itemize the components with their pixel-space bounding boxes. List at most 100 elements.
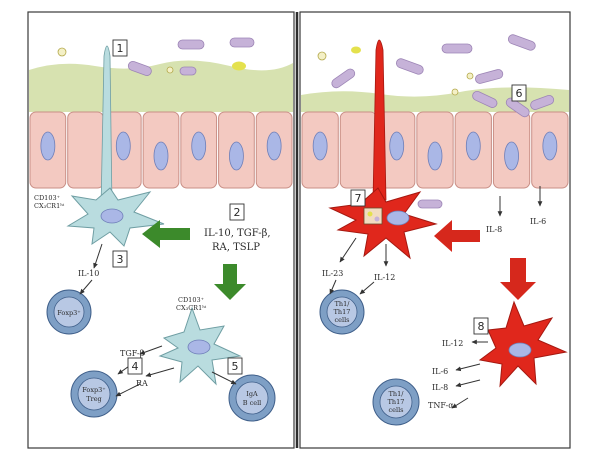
dc-dendrite-right: [372, 39, 387, 201]
tgfb-label: TGF-β: [120, 349, 145, 358]
marker-6: 6: [511, 84, 527, 102]
bacterium: [177, 39, 205, 50]
iga-cell-label-2: B cell: [243, 399, 262, 407]
epithelial-nucleus: [427, 141, 443, 171]
epithelial-nucleus: [191, 131, 207, 161]
arrow: [93, 243, 103, 269]
dc-marker-label-top-1: CD103⁺: [34, 194, 60, 202]
th-cell-bottom-label-1: Th1/: [389, 390, 405, 398]
epithelial-nucleus: [542, 131, 558, 161]
green-arrow-left: [142, 220, 190, 248]
cell-inner: [326, 296, 358, 328]
epithelial-nucleus: [229, 141, 244, 171]
marker-label: 7: [355, 192, 362, 205]
il8-label: IL-8: [486, 225, 502, 234]
particle: [57, 47, 67, 57]
cell-inner: [53, 296, 85, 328]
bacterium: [508, 34, 536, 51]
dc-marker-label-mid-2: CX₃CR1ʰⁱ: [176, 304, 207, 312]
epithelial-nucleus: [115, 131, 131, 161]
green-arrow-down: [214, 264, 246, 300]
iga-cell-label-1: IgA: [246, 390, 258, 398]
bacteria-right: [331, 34, 555, 209]
particle: [451, 88, 459, 96]
cell-inner: [235, 381, 269, 415]
marker-3: 3: [112, 250, 128, 268]
epithelial-nucleus: [504, 141, 519, 171]
marker-8: 8: [473, 317, 489, 335]
marker-label: 4: [132, 360, 139, 373]
mucus-layer-right: [301, 87, 569, 112]
red-arrow-down: [500, 258, 536, 300]
marker-box: [229, 203, 245, 221]
epithelial-nucleus: [40, 131, 56, 161]
arrow: [115, 383, 141, 397]
marker-label: 5: [232, 360, 239, 373]
dc-nucleus: [100, 208, 124, 224]
tnfa-label: TNF-α: [428, 401, 454, 410]
marker-2: 2: [229, 203, 245, 221]
marker-7: 7: [350, 189, 366, 207]
marker-box: [112, 250, 128, 268]
marker-box: [473, 317, 489, 335]
il6-low-label: IL-6: [432, 367, 448, 376]
foxp3-cell: [46, 289, 92, 335]
marker-label: 8: [478, 320, 485, 333]
epithelium-right: [301, 111, 569, 189]
epithelial-nucleus: [266, 131, 282, 161]
dc-nucleus: [386, 210, 410, 226]
il6-label: IL-6: [530, 217, 546, 226]
arrow: [145, 367, 175, 377]
particle: [166, 66, 174, 74]
marker-4: 4: [127, 357, 143, 375]
marker-5: 5: [227, 357, 243, 375]
bacterium: [472, 90, 498, 108]
dc-nucleus: [187, 339, 211, 355]
th-cell-top-label-2: Th17: [334, 308, 351, 316]
antigen: [374, 216, 380, 222]
marker-label: 6: [516, 87, 523, 100]
epithelium-left: [29, 111, 293, 189]
foxp3-cell-label: Foxp3⁺: [57, 309, 80, 317]
arrow: [455, 363, 481, 372]
bacteria-left: [127, 37, 255, 76]
epithelial-cell: [67, 111, 104, 189]
ra-label: RA: [136, 379, 148, 388]
marker-label: 2: [234, 206, 241, 219]
arrow: [455, 379, 481, 388]
particle: [466, 72, 474, 80]
particle: [317, 51, 327, 61]
il12-label: IL-12: [374, 273, 395, 282]
treg-cell-label-1: Foxp3⁺: [82, 386, 105, 394]
treg-cell-label-2: Treg: [86, 395, 101, 403]
marker-box: [350, 189, 366, 207]
il10-label: IL-10: [78, 269, 99, 278]
marker-label: 3: [117, 253, 124, 266]
signal-arrows-right: [329, 186, 543, 409]
th-cell-bottom-label-2: Th17: [388, 398, 405, 406]
th-cell-top: [319, 289, 365, 335]
marker-box: [227, 357, 243, 375]
bacterium: [530, 95, 555, 110]
epithelial-nucleus: [312, 131, 328, 161]
dc-nucleus: [508, 342, 532, 358]
red-arrow-left: [434, 220, 480, 252]
yellow-particle: [351, 46, 361, 54]
marker-label: 1: [117, 42, 124, 55]
bacterium: [417, 199, 443, 209]
cell-inner: [379, 385, 413, 419]
arrow: [139, 345, 163, 355]
marker-box: [511, 84, 527, 102]
bacterium: [127, 61, 152, 76]
factors-label-1: IL-10, TGF-β,: [204, 228, 271, 239]
antigen-box: [363, 207, 383, 225]
th-cell-bottom-label-3: cells: [389, 406, 404, 414]
antigen: [367, 211, 373, 217]
marker-box: [127, 357, 143, 375]
bacterium: [505, 97, 530, 118]
factors-label-2: RA, TSLP: [212, 242, 260, 253]
arrow: [79, 279, 93, 295]
bacterium: [396, 58, 424, 75]
